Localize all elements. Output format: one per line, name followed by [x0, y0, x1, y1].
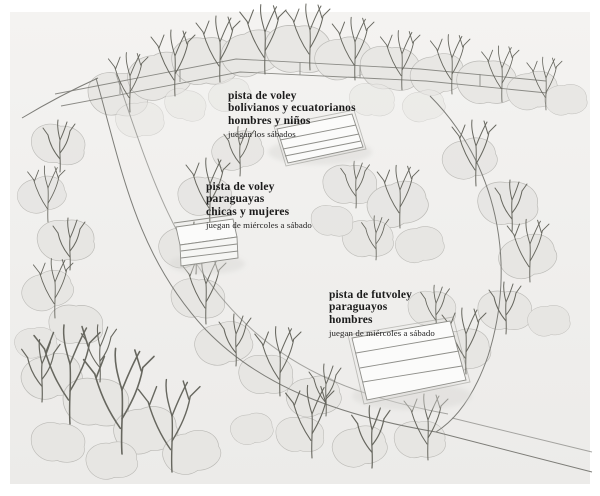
voley-court-bolivianos	[268, 109, 372, 167]
annotation-note: juegan de miércoles a sábado	[329, 328, 435, 339]
annotation-title-line-3: chicas y mujeres	[206, 205, 290, 218]
annotation-note: juegan de miércoles a sábado	[206, 220, 312, 231]
annotation-title-line-1: pista de voley	[206, 181, 275, 193]
courts	[169, 109, 472, 410]
annotation-title-line-2: paraguayas	[206, 193, 265, 206]
annotation-title-line-3: hombres y niños	[228, 114, 311, 127]
voley-court-paraguayas	[169, 214, 245, 274]
annotation-title-line-2: paraguayos	[329, 301, 388, 314]
wire-and-slope-lines	[54, 58, 548, 107]
annotation-futvoley-paraguayos: pista de futvoley paraguayos hombres jue…	[329, 289, 435, 338]
annotation-title-line-3: hombres	[329, 313, 373, 326]
futvoley-court-paraguayos	[347, 316, 472, 410]
annotation-note: juegan los sábados	[228, 129, 296, 140]
annotation-voley-bolivianos: pista de voley bolivianos y ecuatorianos…	[228, 90, 356, 139]
annotation-voley-paraguayas: pista de voley paraguayas chicas y mujer…	[206, 181, 312, 230]
annotation-title-line-1: pista de voley	[228, 90, 297, 102]
annotation-title-line-1: pista de futvoley	[329, 289, 413, 301]
annotation-title-line-2: bolivianos y ecuatorianos	[228, 102, 356, 115]
